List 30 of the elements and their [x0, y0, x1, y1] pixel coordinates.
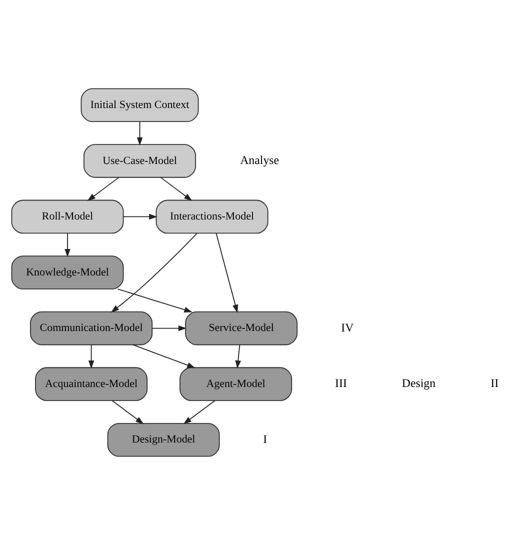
node-box: Roll-Model [11, 199, 124, 234]
arrow [136, 120, 143, 146]
arrow [216, 232, 238, 313]
arrow [132, 344, 196, 368]
arrow [87, 176, 120, 201]
node-box: Initial System Context [80, 88, 199, 122]
node-box: Use-Case-Model [84, 144, 196, 178]
label: Analyse [240, 152, 280, 167]
node-box: Communication-Model [30, 310, 153, 345]
arrow [160, 176, 192, 201]
node-box: Knowledge-Model [11, 255, 124, 289]
arrow [88, 344, 94, 368]
arrow [117, 288, 192, 312]
node-box: Acquaintance-Model [35, 366, 148, 400]
label: IV [341, 320, 354, 334]
arrow [64, 232, 70, 257]
label: I [263, 431, 268, 446]
arrow [152, 324, 187, 331]
arrow [112, 400, 144, 424]
arrow [110, 232, 198, 312]
arrow [235, 344, 241, 368]
node-box: Agent-Model [180, 366, 292, 400]
label: II [490, 376, 499, 390]
label: Design [402, 376, 436, 390]
arrow [183, 400, 216, 424]
node-box: Design-Model [107, 422, 220, 456]
arrow [122, 213, 158, 220]
node-box: Service-Model [185, 310, 298, 345]
node-box: Interactions-Model [156, 199, 268, 234]
label: III [335, 376, 347, 390]
